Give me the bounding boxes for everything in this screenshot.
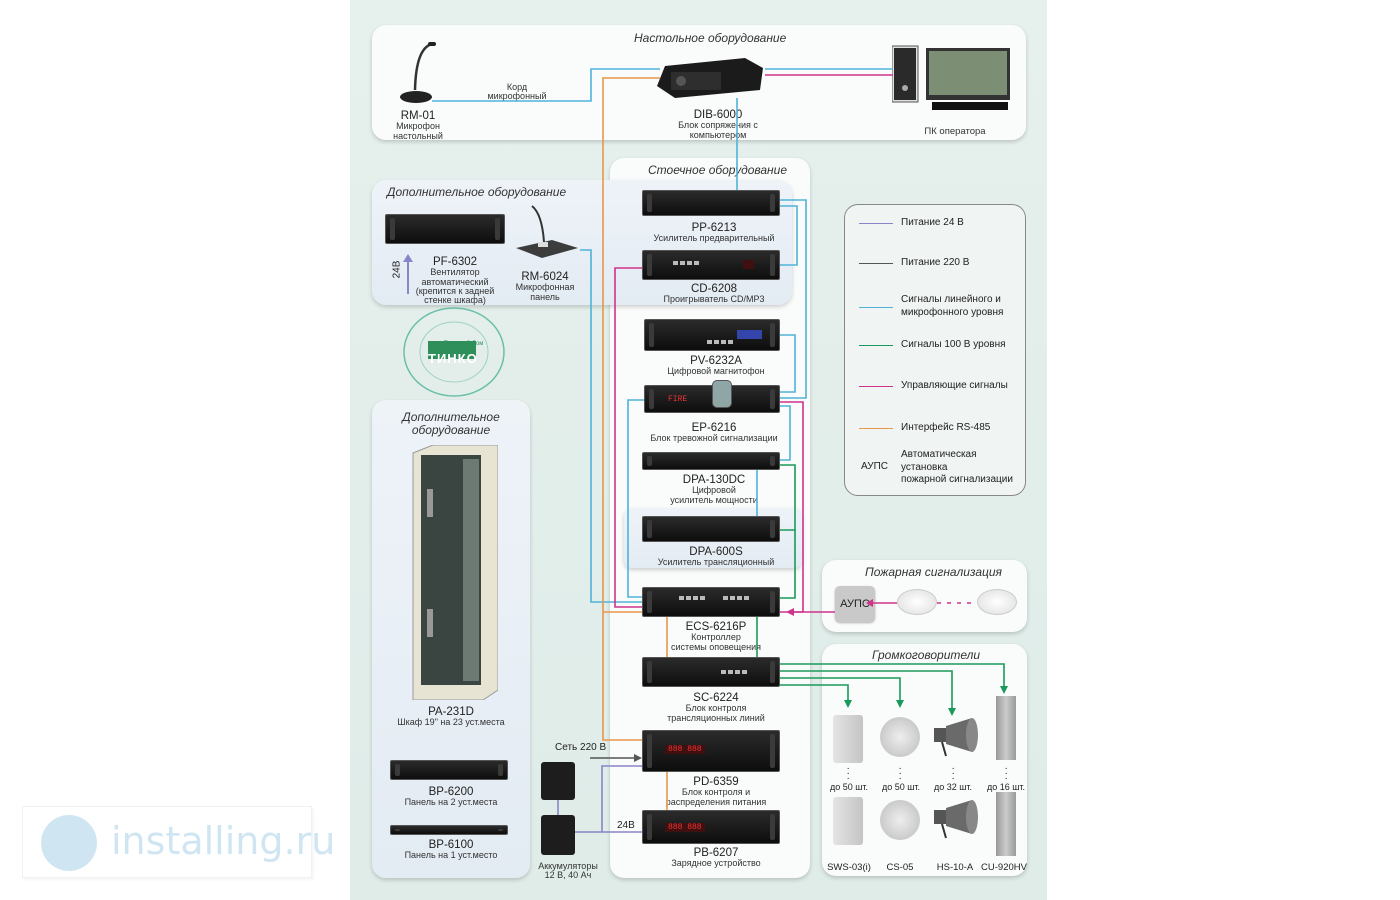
ecs-6216p-label: ECS-6216P Контроллер системы оповещения [671,621,761,652]
fire-panel-title: Пожарная сигнализация [865,565,1002,579]
watermark-text: installing.ru [111,819,336,863]
rm-6024-device [512,204,582,260]
rm01-label: RM-01 Микрофон настольный [393,110,443,141]
pa-231d-label: PA-231D Шкаф 19" на 23 уст.места [397,706,505,728]
bp-6100-device [390,825,508,835]
speakers-panel-title: Громкоговорители [872,648,981,662]
speaker-model: SWS-03(i) [827,862,871,873]
aups-label: АУПС [840,598,870,610]
smoke-detector-icon [897,589,937,615]
ceiling-speaker-icon [880,717,920,757]
mains-220v-label: Сеть 220 В [555,742,607,753]
bp-6200-label: BP-6200 Панель на 2 уст.места [404,786,498,808]
dpa-130dc-device [642,452,780,470]
stamp-brand: ТИНКО [428,351,478,366]
operator-pc-icon [891,44,1014,114]
speaker-model: HS-10-A [936,862,974,873]
column-speaker-icon [996,792,1016,856]
horn-speaker-icon [932,718,980,758]
legend-line [859,223,893,224]
speaker-model: CU-920HV [981,862,1027,873]
pd-6359-label: PD-6359 Блок контроля и распределения пи… [665,776,767,807]
arrow-up-24v-icon [402,254,414,294]
ecs-6216p-device [642,587,780,617]
battery-icon [541,762,575,800]
ellipsis-dots: ··· [898,763,902,784]
stamp-small-text: Торговый Дом [444,341,484,347]
speaker-count: до 32 шт. [933,782,973,792]
pp-6213-device [642,190,780,216]
bp-6200-device [390,760,508,780]
pf-6302-voltage: 24В [391,260,403,279]
mic-cord-label: Корд микрофонный [487,82,547,102]
tinko-stamp [402,307,506,397]
legend-panel: Питание 24 В Питание 220 В Сигналы линей… [844,204,1026,496]
dpa-130dc-label: DPA-130DC Цифровой усилитель мощности [670,474,758,505]
pv-6232a-device [644,319,780,351]
ellipsis-dots: ··· [951,763,955,784]
batteries-label: Аккумуляторы 12 В, 40 Ач [538,861,598,881]
operator-pc-label: ПК оператора [924,126,986,137]
wall-speaker-icon [833,797,863,845]
pf-6302-device [385,214,505,244]
dib-6000-device [655,56,765,98]
cd-6208-device [642,250,780,280]
sc-6224-device [642,657,780,687]
watermark-logo-icon [41,815,97,871]
hand-microphone-icon [712,380,732,408]
ep-6216-label: EP-6216 Блок тревожной сигнализации [650,422,778,444]
extra-top-panel-title: Дополнительное оборудование [387,185,567,199]
speaker-model: CS-05 [886,862,914,873]
rm-6024-label: RM-6024 Микрофонная панель [515,271,575,302]
pp-6213-label: PP-6213 Усилитель предварительный [653,222,775,244]
cd-6208-label: CD-6208 Проигрыватель CD/MP3 [663,283,765,305]
pb-6207-device: 888 888 [642,810,780,844]
rack-panel-title: Стоечное оборудование [648,163,788,177]
installing-watermark: installing.ru [22,806,335,878]
sc-6224-label: SC-6224 Блок контроля трансляционных лин… [667,692,765,723]
dc-24v-label: 24В [617,820,635,831]
rack-cabinet-icon [403,444,499,701]
wall-speaker-icon [833,715,863,763]
pb-6207-label: PB-6207 Зарядное устройство [671,847,761,869]
speaker-count: до 50 шт. [829,782,869,792]
desktop-panel-title: Настольное оборудование [634,31,787,45]
speaker-count: до 50 шт. [881,782,921,792]
pf-6302-label: PF-6302 Вентилятор автоматический (крепи… [415,256,495,306]
column-speaker-icon [996,696,1016,760]
ellipsis-dots: ··· [1004,763,1008,784]
speaker-count: до 16 шт. [986,782,1026,792]
extra-left-panel-title: Дополнительное оборудование [402,410,500,437]
battery-icon [541,815,575,855]
smoke-detector-icon [977,589,1017,615]
pd-6359-device: 888 888 [642,730,780,772]
ep-6216-display: FIRE [668,395,688,404]
ellipsis-dots: ··· [846,763,850,784]
dib-6000-label: DIB-6000 Блок сопряжения с компьютером [678,109,758,140]
pv-6232a-label: PV-6232A Цифровой магнитофон [667,355,765,377]
bp-6100-label: BP-6100 Панель на 1 уст.место [404,839,498,861]
desk-microphone-icon [398,40,438,106]
horn-speaker-icon [932,800,980,840]
ceiling-speaker-icon [880,800,920,840]
dpa-600s-device [642,516,780,542]
aups-box: АУПС [835,586,875,622]
dpa-600s-label: DPA-600S Усилитель трансляционный [657,546,775,568]
